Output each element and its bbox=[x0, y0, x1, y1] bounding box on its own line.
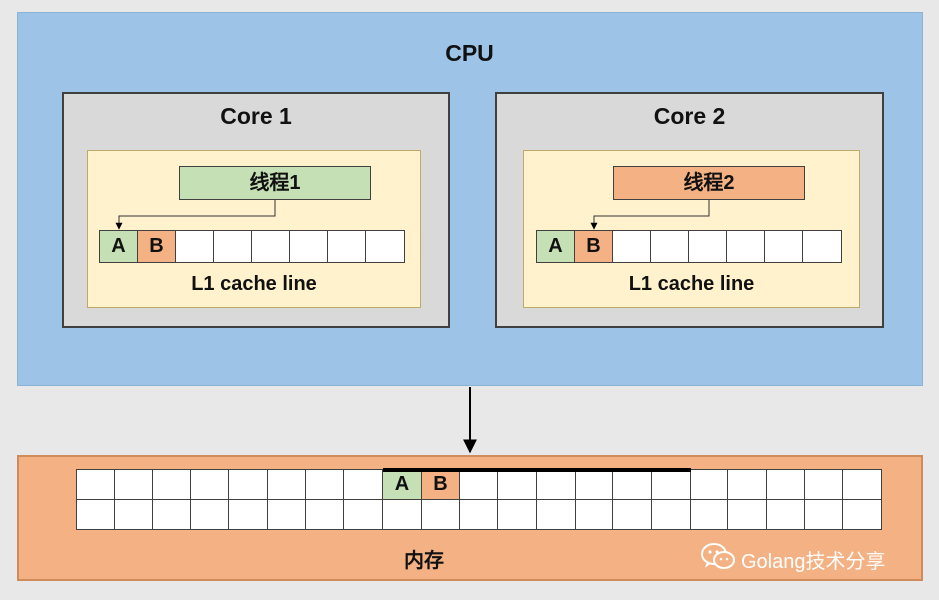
memory-cell bbox=[651, 499, 691, 530]
memory-cell bbox=[459, 499, 498, 530]
cache-cell bbox=[327, 230, 366, 263]
memory-cell bbox=[343, 499, 383, 530]
thread-2-box: 线程2 bbox=[613, 166, 805, 200]
memory-cell bbox=[612, 469, 652, 500]
thread-1-box: 线程1 bbox=[179, 166, 371, 200]
cache-cell bbox=[764, 230, 803, 263]
memory-cell bbox=[343, 469, 383, 500]
memory-cell bbox=[690, 499, 728, 530]
memory-cell bbox=[612, 499, 652, 530]
wechat-icon bbox=[700, 542, 736, 572]
core-2-title: Core 2 bbox=[653, 103, 726, 129]
memory-cell bbox=[727, 469, 767, 500]
memory-cell bbox=[76, 499, 115, 530]
thread-1-to-cache-arrow bbox=[115, 200, 276, 230]
memory-cell bbox=[76, 469, 115, 500]
memory-cell bbox=[421, 499, 460, 530]
cache-cell bbox=[251, 230, 290, 263]
core-2-cache-label: L1 cache line bbox=[628, 273, 755, 295]
cache-cell-a: A bbox=[99, 230, 138, 263]
cache-cell bbox=[612, 230, 651, 263]
cpu-title: CPU bbox=[445, 40, 494, 66]
memory-cell bbox=[651, 469, 691, 500]
memory-cell bbox=[804, 499, 843, 530]
cache-cell bbox=[365, 230, 405, 263]
cache-cell-a: A bbox=[536, 230, 575, 263]
cache-cell bbox=[289, 230, 328, 263]
core-1-title: Core 1 bbox=[220, 103, 292, 129]
cache-cell bbox=[175, 230, 214, 263]
memory-cell bbox=[766, 499, 805, 530]
watermark-text: Golang技术分享 bbox=[741, 551, 886, 573]
memory-cell bbox=[228, 499, 268, 530]
cache-cell bbox=[802, 230, 842, 263]
cache-cell-b: B bbox=[137, 230, 176, 263]
memory-cell bbox=[382, 499, 422, 530]
memory-cache-line-highlight bbox=[383, 468, 691, 472]
memory-cell bbox=[842, 499, 882, 530]
memory-cell bbox=[842, 469, 882, 500]
memory-label: 内存 bbox=[404, 550, 444, 572]
memory-cell bbox=[152, 499, 191, 530]
memory-cell bbox=[497, 499, 537, 530]
memory-cell bbox=[305, 469, 344, 500]
memory-cell bbox=[305, 499, 344, 530]
memory-cell bbox=[536, 499, 576, 530]
thread-2-to-cache-arrow bbox=[590, 200, 710, 230]
core-1-cache-label: L1 cache line bbox=[191, 273, 317, 295]
memory-cell bbox=[190, 499, 229, 530]
